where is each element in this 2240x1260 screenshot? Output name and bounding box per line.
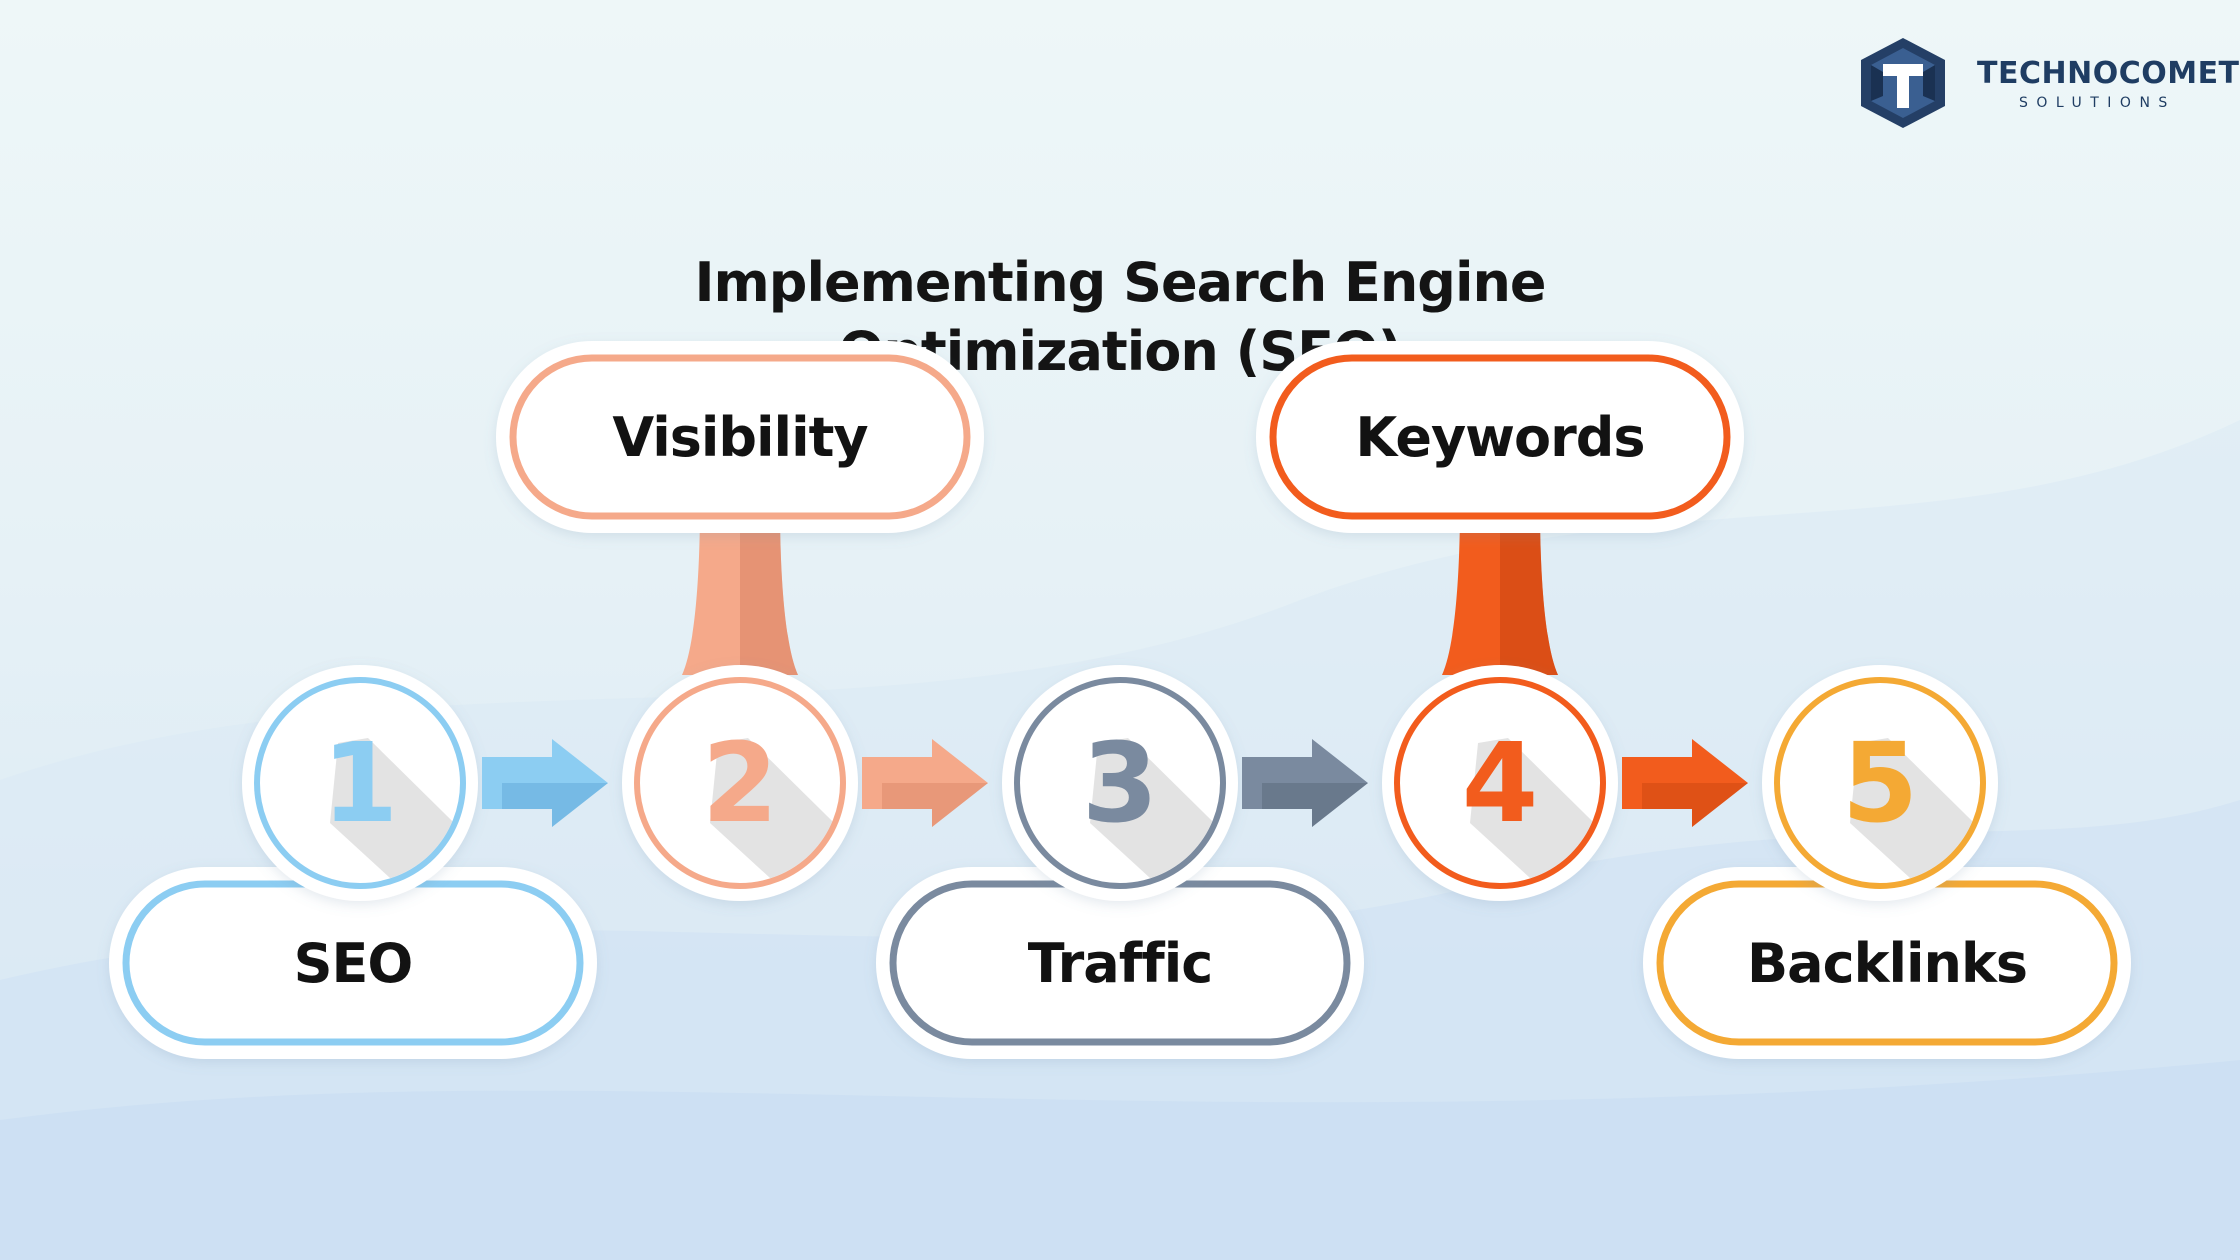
step-number-3: 3: [1081, 719, 1159, 847]
step-3-arrow: [1242, 739, 1368, 827]
step-number-2: 2: [701, 719, 779, 847]
company-logo: TECHNOCOMET SOLUTIONS: [1855, 34, 2239, 130]
step-label-seo: SEO: [293, 931, 414, 995]
technocomet-logo-icon: [1861, 38, 1945, 128]
step-number-5: 5: [1841, 719, 1919, 847]
step-label-backlinks: Backlinks: [1746, 931, 2028, 995]
logo-tagline: SOLUTIONS: [2019, 95, 2176, 111]
step-number-4: 4: [1461, 719, 1539, 847]
step-label-traffic: Traffic: [1027, 931, 1213, 995]
step-4-arrow: [1622, 739, 1748, 827]
step-2-arrow: [862, 739, 988, 827]
title-line-1: Implementing Search Engine: [694, 251, 1546, 314]
step-label-visibility: Visibility: [612, 405, 868, 469]
step-1-arrow: [482, 739, 608, 827]
logo-name: TECHNOCOMET: [1977, 56, 2240, 91]
step-number-1: 1: [321, 719, 399, 847]
step-label-keywords: Keywords: [1355, 405, 1645, 469]
